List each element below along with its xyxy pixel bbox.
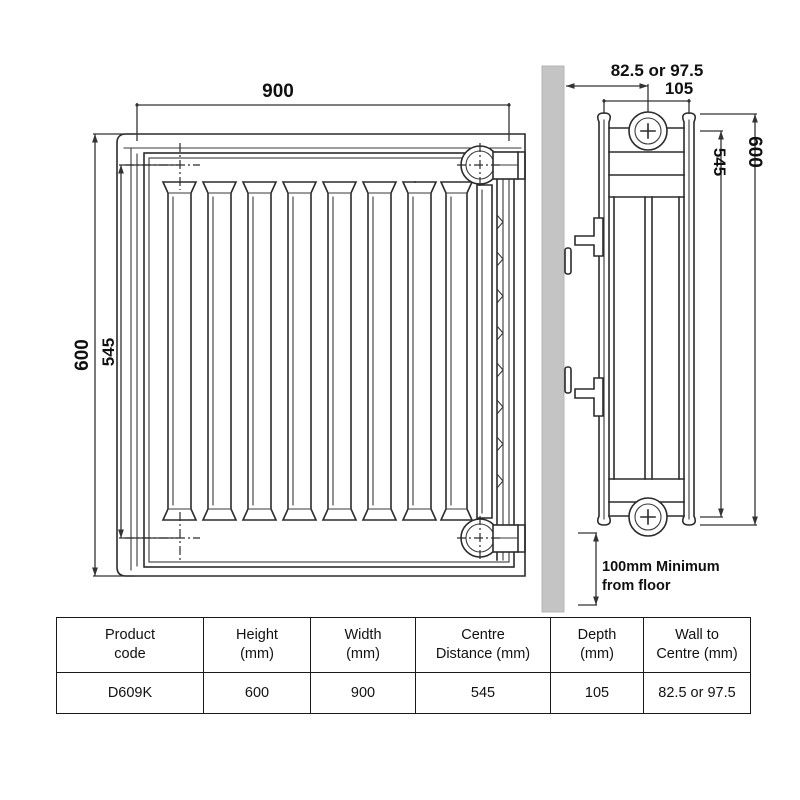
- header-line-2: Centre (mm): [656, 646, 738, 662]
- convector-fin: [201, 181, 238, 521]
- side-bottom-valve: [628, 497, 668, 537]
- convector-fin: [321, 181, 358, 521]
- convector-fin: [241, 181, 278, 521]
- header-line-1: Centre: [461, 627, 505, 644]
- side-top-valve: [628, 111, 668, 151]
- dimension-width-900-label: 900: [262, 81, 294, 102]
- convector-fin-group: [161, 181, 474, 521]
- front-left-centreline-top: [125, 143, 200, 190]
- convector-fin: [161, 181, 198, 521]
- side-body-between-panels: [608, 127, 685, 517]
- cell-depth: 105: [550, 672, 644, 714]
- convector-fin: [361, 181, 398, 521]
- wall-hatch-icon: [541, 65, 565, 613]
- cell-height: 600: [203, 672, 311, 714]
- side-elevation-group: 82.5 or 97.5 105 545 600: [541, 61, 765, 613]
- dimension-wall-to-centre-label: 82.5 or 97.5: [611, 61, 704, 80]
- dimension-centre-545-side-label: 545: [710, 148, 729, 176]
- floor-note-line-1: 100mm Minimum: [602, 559, 720, 575]
- header-line-2: (mm): [240, 646, 274, 662]
- side-wall-bracket-upper: [564, 217, 604, 275]
- front-bottom-valve-centreline: [457, 516, 503, 561]
- header-line-1: Height: [236, 627, 278, 644]
- cell-centre-distance: 545: [415, 672, 551, 714]
- table-header-depth: Depth (mm): [550, 617, 644, 673]
- table-header-width: Width (mm): [310, 617, 416, 673]
- floor-note-line-2: from floor: [602, 578, 671, 594]
- front-right-convector-column: [476, 159, 504, 561]
- table-header-wall-to-centre: Wall to Centre (mm): [643, 617, 751, 673]
- dimension-centre-545-side: 545: [700, 130, 729, 518]
- dimension-centre-545-front: 545: [99, 164, 178, 539]
- dimension-height-600-side-label: 600: [744, 136, 765, 168]
- dimension-height-600-front: 600: [72, 133, 135, 577]
- header-line-2: (mm): [580, 646, 614, 662]
- table-header-row: Product code Height (mm) Width (mm) Cent…: [56, 617, 751, 673]
- convector-fin: [439, 181, 474, 521]
- dimension-depth-105: 105: [602, 79, 693, 114]
- table-header-height: Height (mm): [203, 617, 311, 673]
- floor-clearance-note: 100mm Minimum from floor: [578, 532, 720, 606]
- table-header-product-code: Product code: [56, 617, 204, 673]
- dimension-width-900: 900: [135, 81, 511, 141]
- front-inner-panel-frame-inner: [148, 157, 510, 563]
- front-elevation-group: 900 600 545: [72, 81, 526, 577]
- header-line-2: (mm): [346, 646, 380, 662]
- cell-wall-to-centre: 82.5 or 97.5: [643, 672, 751, 714]
- front-outer-casing: [116, 133, 526, 577]
- dimension-wall-to-centre: 82.5 or 97.5: [566, 61, 703, 112]
- specification-table: Product code Height (mm) Width (mm) Cent…: [56, 617, 751, 714]
- header-line-2: Distance (mm): [435, 646, 531, 662]
- header-line-2: code: [114, 646, 146, 662]
- table-row: D609K 600 900 545 105 82.5 or 97.5: [56, 672, 751, 714]
- dimension-centre-545-front-label: 545: [99, 338, 118, 366]
- header-line-1: Width: [344, 627, 382, 644]
- side-front-panel: [682, 112, 696, 526]
- side-wall-bracket-lower: [564, 366, 604, 417]
- dimension-height-600-front-label: 600: [72, 339, 93, 371]
- cell-product-code: D609K: [56, 672, 204, 714]
- front-inner-panel-frame: [143, 152, 515, 568]
- convector-fin: [281, 181, 318, 521]
- dimension-height-600-side: 600: [700, 113, 765, 526]
- header-line-1: Depth: [577, 627, 617, 644]
- specification-table-wrap: Product code Height (mm) Width (mm) Cent…: [56, 617, 751, 714]
- convector-fin: [401, 181, 438, 521]
- dimension-depth-105-label: 105: [665, 79, 693, 98]
- table-header-centre-distance: Centre Distance (mm): [415, 617, 551, 673]
- header-line-1: Product: [105, 627, 155, 644]
- header-line-1: Wall to: [675, 627, 719, 644]
- cell-width: 900: [310, 672, 416, 714]
- front-top-valve-centreline: [457, 143, 503, 188]
